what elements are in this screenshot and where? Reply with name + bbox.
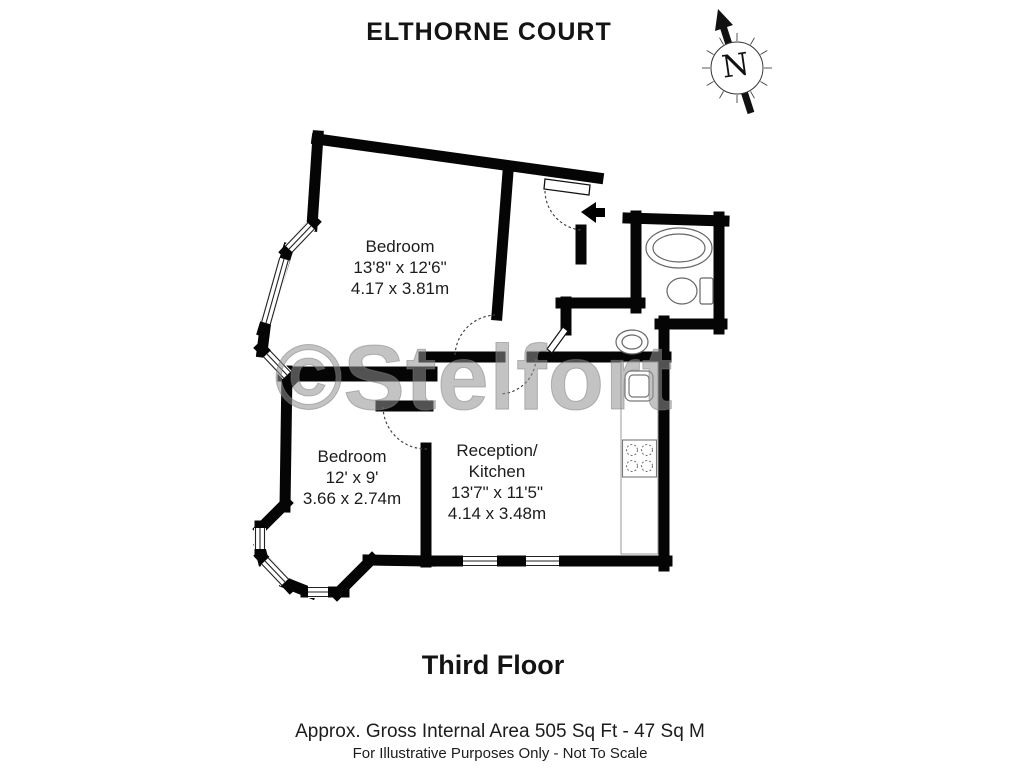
floor-label: Third Floor [421, 650, 565, 680]
window-icon [463, 555, 497, 567]
window-icon [262, 349, 292, 380]
room-label-bedroom-1: Bedroom 13'8" x 12'6" 4.17 x 3.81m [351, 236, 449, 299]
bathroom-fixtures [615, 227, 714, 355]
window-icon [254, 528, 266, 549]
kitchen-sink-icon [624, 370, 654, 402]
door-symbols [382, 178, 591, 450]
window-icon [260, 257, 290, 325]
area-note: Approx. Gross Internal Area 505 Sq Ft - … [295, 721, 705, 742]
door-arc-icon [499, 358, 537, 395]
room-name: Bedroom [365, 237, 435, 256]
window-icons [254, 221, 559, 598]
room-name-line-2: Kitchen [468, 462, 526, 481]
compass-circle [710, 41, 764, 95]
bath-icon [645, 227, 713, 269]
hob-icon [621, 439, 658, 478]
wc-door-leaf [546, 326, 569, 354]
room-imperial-dims: 13'7" x 11'5" [451, 483, 543, 502]
toilet-icon [666, 277, 714, 305]
room-metric-dims: 4.17 x 3.81m [350, 279, 450, 298]
interior-walls [277, 166, 672, 568]
room-imperial-dims: 12' x 9' [325, 468, 379, 487]
entry-door-leaf [543, 178, 591, 196]
basin-icon [615, 329, 649, 355]
north-arrow-icon [715, 9, 733, 31]
window-icon [308, 586, 328, 598]
compass-icon [702, 9, 772, 115]
compass-ticks [702, 33, 772, 103]
door-arc-icon [454, 314, 496, 356]
room-metric-dims: 4.14 x 3.48m [447, 504, 547, 523]
kitchen-fixtures [620, 361, 659, 555]
page-title: ELTHORNE COURT [366, 18, 612, 46]
room-imperial-dims: 13'8" x 12'6" [353, 258, 447, 277]
window-icon [260, 556, 290, 587]
door-arc-icon [544, 190, 582, 231]
room-label-reception-kitchen: Reception/ Kitchen 13'7" x 11'5" 4.14 x … [448, 440, 546, 524]
room-name: Reception/ [456, 441, 538, 460]
room-name: Bedroom [317, 447, 387, 466]
compass-north-letter: N [719, 46, 752, 86]
watermark: ©Stelfort [274, 327, 674, 430]
window-icon [284, 221, 316, 254]
entry-direction-arrow-icon [581, 202, 605, 223]
disclaimer: For Illustrative Purposes Only - Not To … [352, 745, 648, 762]
window-icon [526, 555, 559, 567]
room-metric-dims: 3.66 x 2.74m [302, 489, 402, 508]
room-label-bedroom-2: Bedroom 12' x 9' 3.66 x 2.74m [303, 446, 401, 509]
